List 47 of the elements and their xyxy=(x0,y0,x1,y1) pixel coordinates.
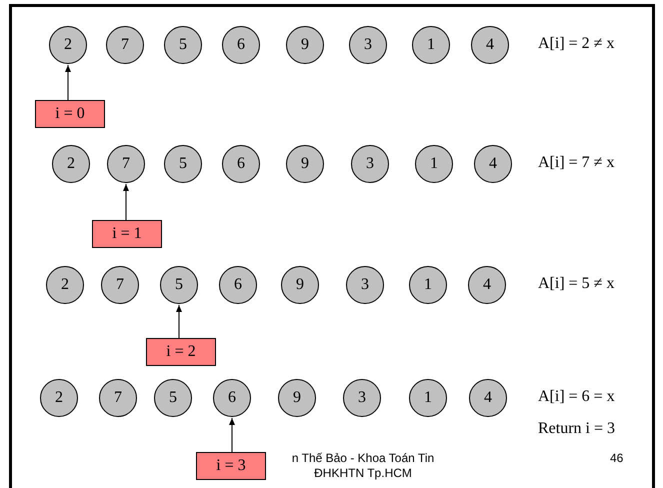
array-cell-circle: 2 xyxy=(49,26,87,64)
arrow xyxy=(123,184,129,220)
array-cell-circle: 6 xyxy=(213,379,251,417)
array-cell-circle: 6 xyxy=(222,26,260,64)
array-cell-circle: 9 xyxy=(286,145,324,183)
index-pointer-box: i = 1 xyxy=(92,220,162,248)
array-cell-circle: 4 xyxy=(469,379,507,417)
array-cell-circle: 5 xyxy=(164,145,202,183)
array-cell-circle: 3 xyxy=(343,379,381,417)
comparison-text: A[i] = 2 ≠ x xyxy=(538,35,614,53)
array-cell-circle: 9 xyxy=(286,26,324,64)
index-pointer-box: i = 2 xyxy=(146,338,216,366)
array-cell-circle: 4 xyxy=(468,266,506,304)
arrow xyxy=(176,304,182,338)
array-cell-circle: 7 xyxy=(101,266,139,304)
array-cell-circle: 5 xyxy=(160,266,198,304)
comparison-text: A[i] = 6 = x xyxy=(538,388,615,406)
array-cell-circle: 3 xyxy=(351,145,389,183)
array-cell-circle: 5 xyxy=(164,26,202,64)
page-number: 46 xyxy=(610,451,624,466)
array-cell-circle: 1 xyxy=(409,379,447,417)
array-cell-circle: 7 xyxy=(106,26,144,64)
array-cell-circle: 6 xyxy=(222,145,260,183)
comparison-text: A[i] = 5 ≠ x xyxy=(538,275,614,293)
array-cell-circle: 7 xyxy=(99,379,137,417)
arrow xyxy=(65,64,71,100)
arrow xyxy=(229,418,235,452)
array-cell-circle: 9 xyxy=(281,266,319,304)
index-pointer-box: i = 3 xyxy=(196,452,266,480)
index-pointer-box: i = 0 xyxy=(35,100,105,128)
array-cell-circle: 3 xyxy=(346,266,384,304)
array-cell-circle: 1 xyxy=(409,266,447,304)
array-cell-circle: 2 xyxy=(52,145,90,183)
array-cell-circle: 9 xyxy=(278,379,316,417)
array-cell-circle: 2 xyxy=(46,266,84,304)
array-cell-circle: 5 xyxy=(154,379,192,417)
footer-text: n Thế Bảo - Khoa Toán Tin ĐHKHTN Tp.HCM xyxy=(290,451,436,481)
array-cell-circle: 3 xyxy=(349,26,387,64)
array-cell-circle: 6 xyxy=(219,266,257,304)
comparison-text: A[i] = 7 ≠ x xyxy=(538,154,614,172)
array-cell-circle: 4 xyxy=(474,145,512,183)
array-cell-circle: 4 xyxy=(471,26,509,64)
array-cell-circle: 1 xyxy=(415,145,453,183)
array-cell-circle: 2 xyxy=(40,379,78,417)
array-cell-circle: 1 xyxy=(412,26,450,64)
result-text: Return i = 3 xyxy=(538,420,616,438)
array-cell-circle: 7 xyxy=(107,145,145,183)
